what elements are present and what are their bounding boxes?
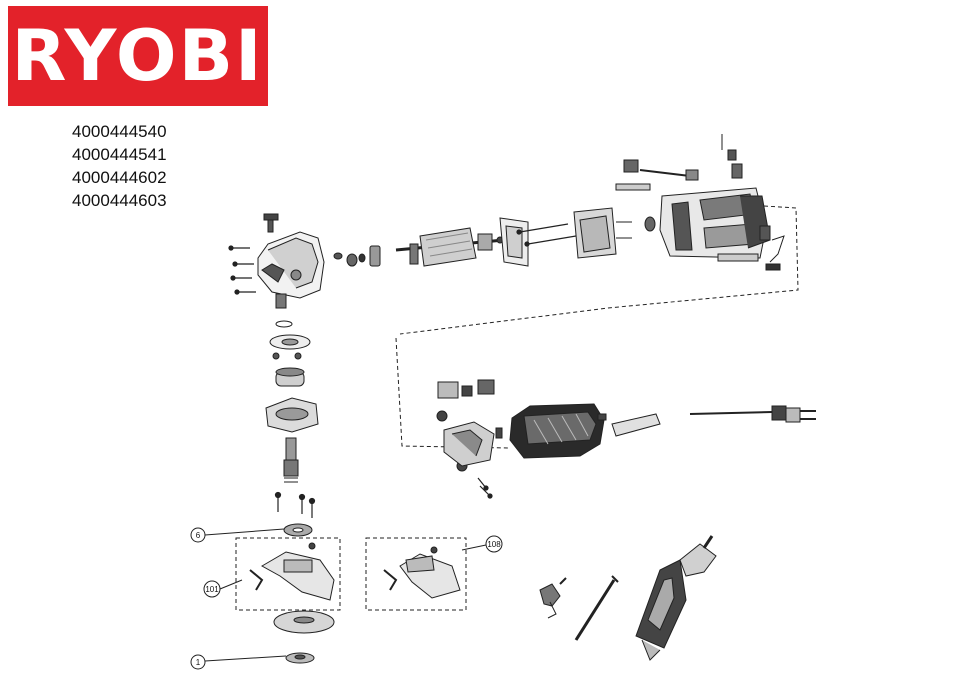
outer-flange-nut <box>285 652 315 664</box>
stator <box>573 207 632 259</box>
spindle-key <box>574 575 619 641</box>
head-screws <box>228 245 256 295</box>
model-number: 4000444540 <box>72 122 167 141</box>
spindle-shaft <box>283 437 299 483</box>
callout-1: 1 <box>190 654 287 670</box>
guard-108-box <box>365 537 467 611</box>
brand-name: RYOBI <box>11 15 265 97</box>
model-number: 4000444602 <box>72 168 167 187</box>
bearing-cover <box>269 320 311 360</box>
rear-handle <box>509 403 605 459</box>
guard-101-box <box>235 537 341 611</box>
labels <box>615 183 759 262</box>
cord-guard <box>597 413 661 437</box>
armature <box>395 227 505 267</box>
svg-text:101: 101 <box>205 585 219 594</box>
spindle-lock-button <box>263 213 279 233</box>
stator-screws <box>516 223 577 247</box>
wheel-guard-flange <box>265 397 319 433</box>
svg-text:6: 6 <box>196 531 201 540</box>
side-handle <box>635 535 717 661</box>
brush-holders <box>623 134 743 181</box>
assembly-line-upper <box>399 205 799 335</box>
baffle-plate <box>499 217 529 267</box>
gear-and-bearings <box>275 245 381 309</box>
assembly-line-middle <box>395 337 511 449</box>
callout-108: 108 <box>461 535 503 553</box>
svg-text:108: 108 <box>487 540 501 549</box>
power-cord-plug <box>689 405 816 423</box>
motor-housing <box>644 187 771 259</box>
rear-housing-screws <box>477 477 493 499</box>
model-number: 4000444541 <box>72 145 167 164</box>
inner-flange <box>283 523 313 537</box>
ryobi-logo: RYOBI <box>8 6 268 106</box>
spindle-bearing <box>275 367 305 387</box>
callout-6: 6 <box>190 527 285 543</box>
switch-module <box>437 379 495 399</box>
wheel-guard-101 <box>249 542 335 601</box>
rear-end-cap <box>443 421 503 467</box>
switch-wiring <box>759 225 785 271</box>
svg-text:1: 1 <box>196 658 201 667</box>
gear-head-housing <box>257 231 325 299</box>
grinding-disc <box>273 610 335 634</box>
model-number-list: 4000444540 4000444541 4000444602 4000444… <box>72 120 167 212</box>
model-number: 4000444603 <box>72 191 167 210</box>
guard-screws <box>274 491 316 518</box>
wheel-guard-108 <box>383 546 461 599</box>
spanner-wrench <box>539 577 567 619</box>
callout-101: 101 <box>203 579 243 598</box>
